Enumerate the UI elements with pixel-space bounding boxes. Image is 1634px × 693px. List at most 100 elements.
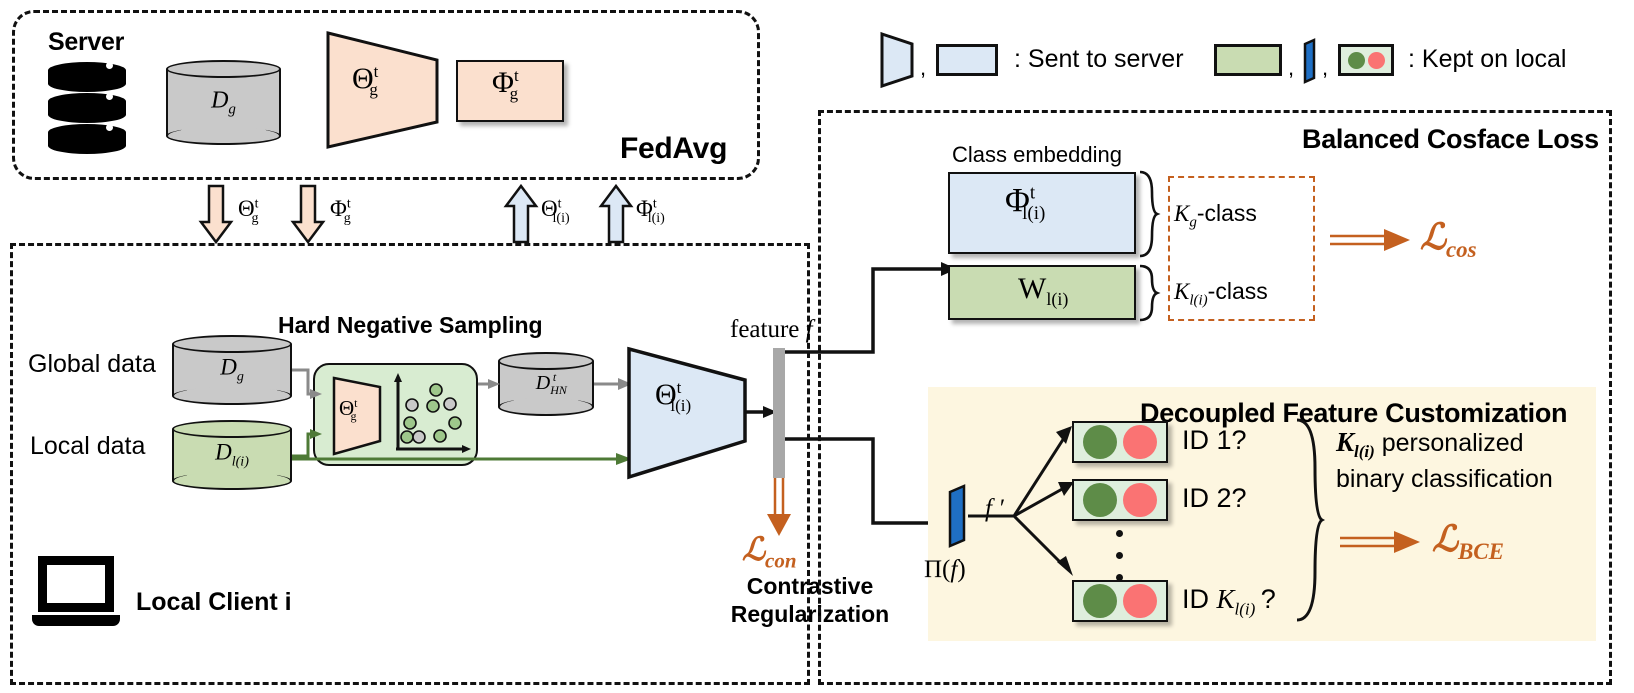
legend-comma-1: , xyxy=(920,55,927,80)
kl-class-label: Kl(i)-class xyxy=(1174,278,1268,309)
dfc-note-line-2: binary classification xyxy=(1336,465,1553,494)
id-value-2: 2? xyxy=(1216,483,1247,513)
upload-theta-arrow xyxy=(503,183,539,244)
loss-panel xyxy=(818,110,1612,685)
class-embedding-label: Class embedding xyxy=(952,142,1122,167)
green-dot-icon xyxy=(1083,483,1117,517)
legend-rect-blue-icon xyxy=(936,44,998,76)
class-grouping-dashed-box xyxy=(1168,176,1315,321)
local-encoder-shape xyxy=(627,346,747,480)
dfc-box xyxy=(928,387,1596,641)
global-data-label: Global data xyxy=(28,350,156,378)
upload-phi-arrow xyxy=(598,183,634,244)
projection-bar-icon xyxy=(948,484,966,548)
server-encoder-shape xyxy=(326,31,439,149)
client-local-dataset-label: Dl(i) xyxy=(215,439,249,470)
client-global-dataset-label: Dg xyxy=(220,354,244,385)
download-theta-arrow xyxy=(198,184,234,245)
client-global-dataset: Dg xyxy=(172,335,292,405)
red-dot-icon xyxy=(1123,483,1157,517)
loss-bce-label: ℒBCE xyxy=(1432,519,1504,565)
loss-con-label: ℒcon xyxy=(742,531,797,573)
legend-trapezoid-blue-icon xyxy=(880,31,914,89)
red-dot-icon xyxy=(1123,425,1157,459)
legend-sent-label: : Sent to server xyxy=(1014,45,1184,73)
dfc-note-line-1: Kl(i) personalized xyxy=(1336,427,1524,461)
legend-kept-label: : Kept on local xyxy=(1408,45,1567,73)
local-client-panel xyxy=(10,243,810,685)
contrastive-loss-arrow xyxy=(767,478,791,536)
local-encoder-label: Θtl(i) xyxy=(655,378,692,415)
kl-class-brace xyxy=(1139,264,1161,322)
hns-to-hndb-arrow xyxy=(478,379,500,389)
dfc-title: Decoupled Feature Customization xyxy=(1140,398,1568,428)
legend-comma-2: , xyxy=(1288,55,1295,80)
kg-class-suffix: -class xyxy=(1196,200,1257,226)
bce-loss-arrow xyxy=(1340,531,1420,553)
green-dot-icon xyxy=(1083,425,1117,459)
upload-phi-label: Φtl(i) xyxy=(636,196,665,226)
hard-negative-sampling-title: Hard Negative Sampling xyxy=(278,312,543,338)
local-data-label: Local data xyxy=(30,432,146,460)
dfc-note-line-1-text: personalized xyxy=(1381,429,1524,457)
class-embedding-phi-box xyxy=(948,172,1136,254)
localdata-to-encoder-arrow xyxy=(292,453,632,465)
download-theta-label: Θtg xyxy=(238,196,259,226)
green-dot-icon xyxy=(1083,584,1117,618)
class-embedding-w-label: Wl(i) xyxy=(1018,272,1069,309)
legend-comma-3: , xyxy=(1322,55,1329,80)
id-label-2: ID 2? xyxy=(1182,483,1247,514)
server-head-box xyxy=(456,60,564,122)
hndb-to-encoder-arrow xyxy=(594,378,632,390)
server-dataset-label: Dg xyxy=(211,87,236,117)
hns-scatter-plot xyxy=(394,373,471,453)
upload-theta-label: Θtl(i) xyxy=(541,196,570,226)
hns-encoder-label: Θtg xyxy=(339,396,358,424)
loss-cos-label: ℒcos xyxy=(1420,217,1477,263)
id-prefix-2: ID xyxy=(1182,483,1209,513)
dfc-note: Kl(i) personalized binary classification xyxy=(1336,425,1553,496)
balanced-cosface-title: Balanced Cosface Loss xyxy=(1302,124,1599,154)
hard-negative-dataset-label: DHNt xyxy=(535,370,567,397)
server-encoder-label: Θtg xyxy=(352,62,379,99)
server-global-dataset: Dg xyxy=(166,60,281,145)
cosface-loss-arrow xyxy=(1330,229,1410,251)
legend-bar-blue-icon xyxy=(1303,38,1316,84)
kg-class-label: Kg-class xyxy=(1174,200,1257,231)
hard-negative-dataset: DHNt xyxy=(498,352,594,416)
server-title: Server xyxy=(48,28,125,56)
server-head-label: Φtg xyxy=(492,66,519,103)
legend-binary-chip-icon xyxy=(1338,44,1394,76)
red-dot-icon xyxy=(1123,584,1157,618)
dfc-branch-arrows xyxy=(968,426,1074,576)
download-phi-label: Φtg xyxy=(330,196,351,226)
contrastive-line-1: Contrastive xyxy=(746,573,874,599)
ellipsis-dots xyxy=(1116,530,1123,596)
fedavg-label: FedAvg xyxy=(620,132,728,165)
hns-encoder-shape xyxy=(332,376,382,456)
contrastive-line-2: Regularization xyxy=(730,601,890,628)
encoder-to-feature-arrow xyxy=(745,406,777,418)
local-client-label: Local Client i xyxy=(136,588,292,616)
id-chip-1 xyxy=(1072,421,1168,463)
feature-bar xyxy=(773,348,785,478)
kg-class-brace xyxy=(1139,170,1161,258)
projection-label: Π(f) xyxy=(924,556,966,583)
kl-class-suffix: -class xyxy=(1207,278,1268,304)
laptop-icon xyxy=(32,556,120,626)
id-label-1: ID 1? xyxy=(1182,425,1247,456)
legend-rect-green-icon xyxy=(1214,44,1282,76)
id-chip-n xyxy=(1072,580,1168,622)
id-label-n: ID Kl(i) ? xyxy=(1182,584,1276,619)
local-to-hns-arrow xyxy=(292,429,322,458)
database-stack-icon xyxy=(48,62,126,154)
id-prefix-n: ID xyxy=(1182,584,1209,614)
global-to-hns-arrow xyxy=(292,368,322,399)
server-panel xyxy=(12,10,760,180)
id-prefix-1: ID xyxy=(1182,425,1209,455)
id-value-1: 1? xyxy=(1216,425,1247,455)
class-embedding-phi-label: Φtl(i) xyxy=(1005,182,1046,224)
id-chip-2 xyxy=(1072,479,1168,521)
client-local-dataset: Dl(i) xyxy=(172,420,292,490)
contrastive-regularization-caption: Contrastive Regularization xyxy=(730,572,890,628)
